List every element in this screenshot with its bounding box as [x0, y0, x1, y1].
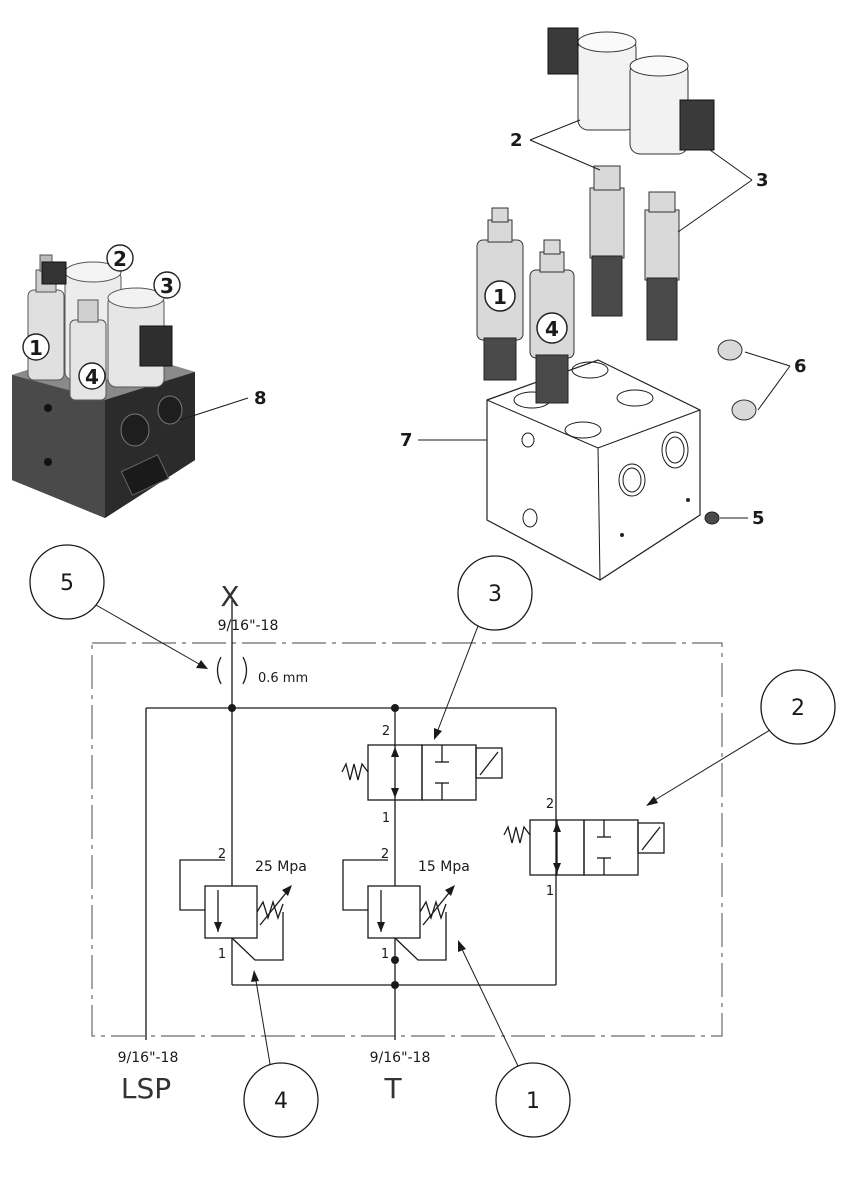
orifice-size: 0.6 mm: [258, 671, 308, 686]
leader-8: [179, 397, 249, 421]
exploded-callout-4: 4: [545, 317, 559, 341]
label-2: 2: [510, 130, 523, 151]
relief-left-port-2: 2: [218, 847, 226, 862]
valve3-port-1: 1: [382, 811, 390, 826]
valve2-port-2: 2: [546, 797, 554, 812]
port-t-thread: 9/16"-18: [370, 1050, 431, 1066]
assembled-valve-photo: 1 2 3 4: [12, 244, 195, 518]
schematic-envelope: [91, 642, 723, 1037]
label-3: 3: [756, 170, 769, 191]
label-5: 5: [752, 508, 765, 529]
exploded-view: 1 4: [476, 27, 757, 581]
valve2-port-1: 1: [546, 884, 554, 899]
hydraulic-schematic: 2 1 2 1 2 1 2 1 25 Mpa 15 Mpa X 9/16"-18…: [29, 544, 836, 1138]
relief-left-port-1: 1: [218, 947, 226, 962]
photo-callout-4: 4: [85, 365, 99, 389]
balloon-3: 3: [488, 582, 502, 607]
relief-right-pressure: 15 Mpa: [418, 859, 470, 875]
balloon-4: 4: [274, 1089, 288, 1114]
balloon-5: 5: [60, 571, 74, 596]
exploded-callout-1: 1: [493, 285, 507, 309]
port-t-label: T: [383, 1072, 402, 1105]
valve3-port-2: 2: [382, 724, 390, 739]
relief-left-pressure: 25 Mpa: [255, 859, 307, 875]
label-6: 6: [794, 356, 807, 377]
photo-callout-1: 1: [29, 336, 43, 360]
label-7: 7: [400, 430, 413, 451]
port-lsp-thread: 9/16"-18: [118, 1050, 179, 1066]
balloon-2: 2: [791, 696, 805, 721]
port-x-label: X: [220, 580, 239, 613]
relief-right-port-2: 2: [381, 847, 389, 862]
balloon-1: 1: [526, 1089, 540, 1114]
relief-right-port-1: 1: [381, 947, 389, 962]
photo-callout-2: 2: [113, 247, 127, 271]
label-8: 8: [254, 388, 267, 409]
port-lsp-label: LSP: [121, 1072, 171, 1105]
port-x-thread: 9/16"-18: [218, 618, 279, 634]
photo-callout-3: 3: [160, 274, 174, 298]
